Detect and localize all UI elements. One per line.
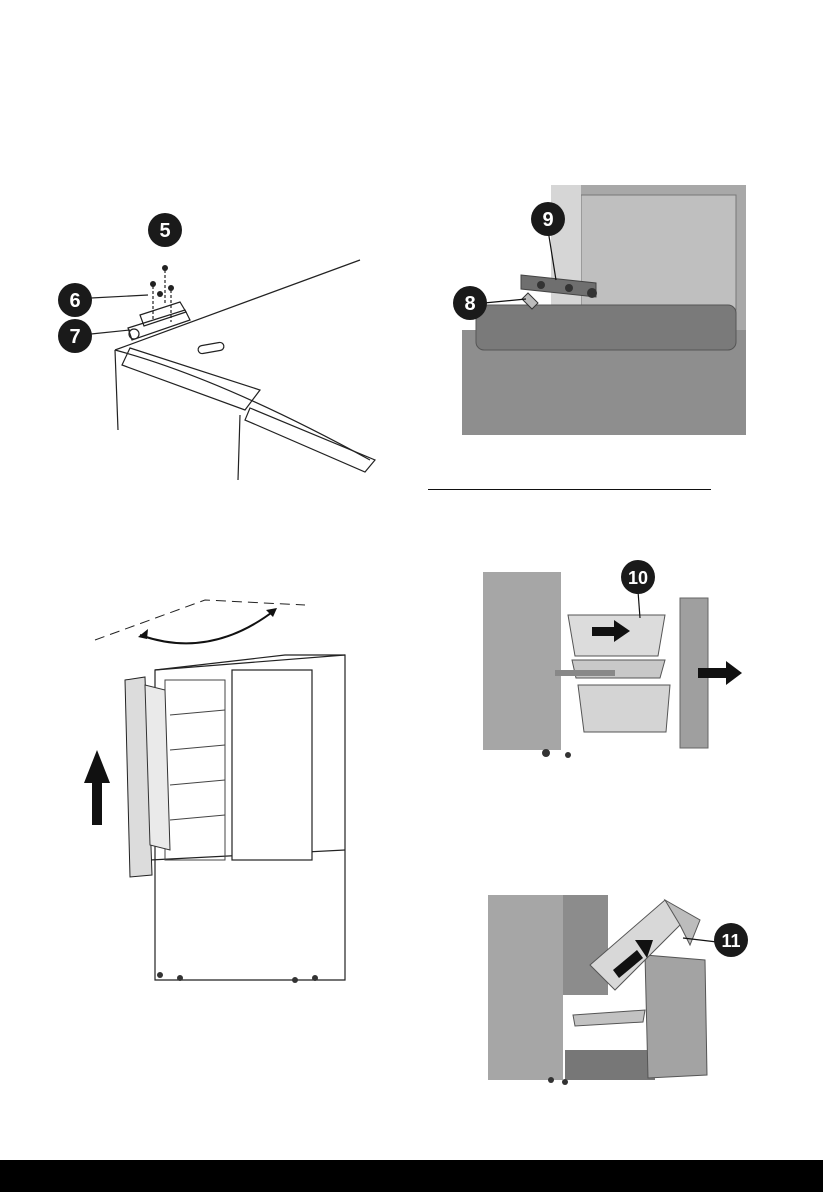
callout-5: 5 bbox=[148, 213, 182, 247]
callout-6: 6 bbox=[58, 283, 92, 317]
callout-7: 7 bbox=[58, 319, 92, 353]
top-hinge-diagram: 5 6 7 bbox=[40, 210, 415, 480]
drawer-pull-illustration: 10 bbox=[480, 560, 750, 765]
svg-text:7: 7 bbox=[69, 326, 80, 348]
drawer-remove-diagram: 11 bbox=[485, 890, 750, 1090]
svg-text:11: 11 bbox=[721, 931, 740, 951]
svg-text:9: 9 bbox=[542, 209, 553, 231]
svg-text:6: 6 bbox=[69, 290, 80, 312]
svg-text:5: 5 bbox=[159, 220, 170, 242]
section-divider bbox=[428, 489, 711, 490]
lower-hinge-illustration: 9 8 bbox=[446, 185, 746, 435]
callout-9: 9 bbox=[531, 202, 565, 236]
door-removal-diagram bbox=[80, 595, 370, 990]
svg-text:10: 10 bbox=[628, 568, 648, 588]
lift-arrow bbox=[84, 750, 110, 825]
callout-11: 11 bbox=[714, 923, 748, 957]
drawer-pull-diagram: 10 bbox=[480, 560, 750, 765]
drawer-remove-illustration: 11 bbox=[485, 890, 750, 1090]
rotate-arrow bbox=[140, 610, 275, 643]
top-hinge-illustration: 5 6 7 bbox=[40, 210, 415, 480]
lower-hinge-diagram: 9 8 bbox=[446, 185, 746, 435]
door-removal-illustration bbox=[80, 595, 370, 990]
svg-text:8: 8 bbox=[464, 293, 475, 315]
callout-8: 8 bbox=[453, 286, 487, 320]
callout-10: 10 bbox=[621, 560, 655, 594]
page-footer-bar bbox=[0, 1160, 823, 1192]
